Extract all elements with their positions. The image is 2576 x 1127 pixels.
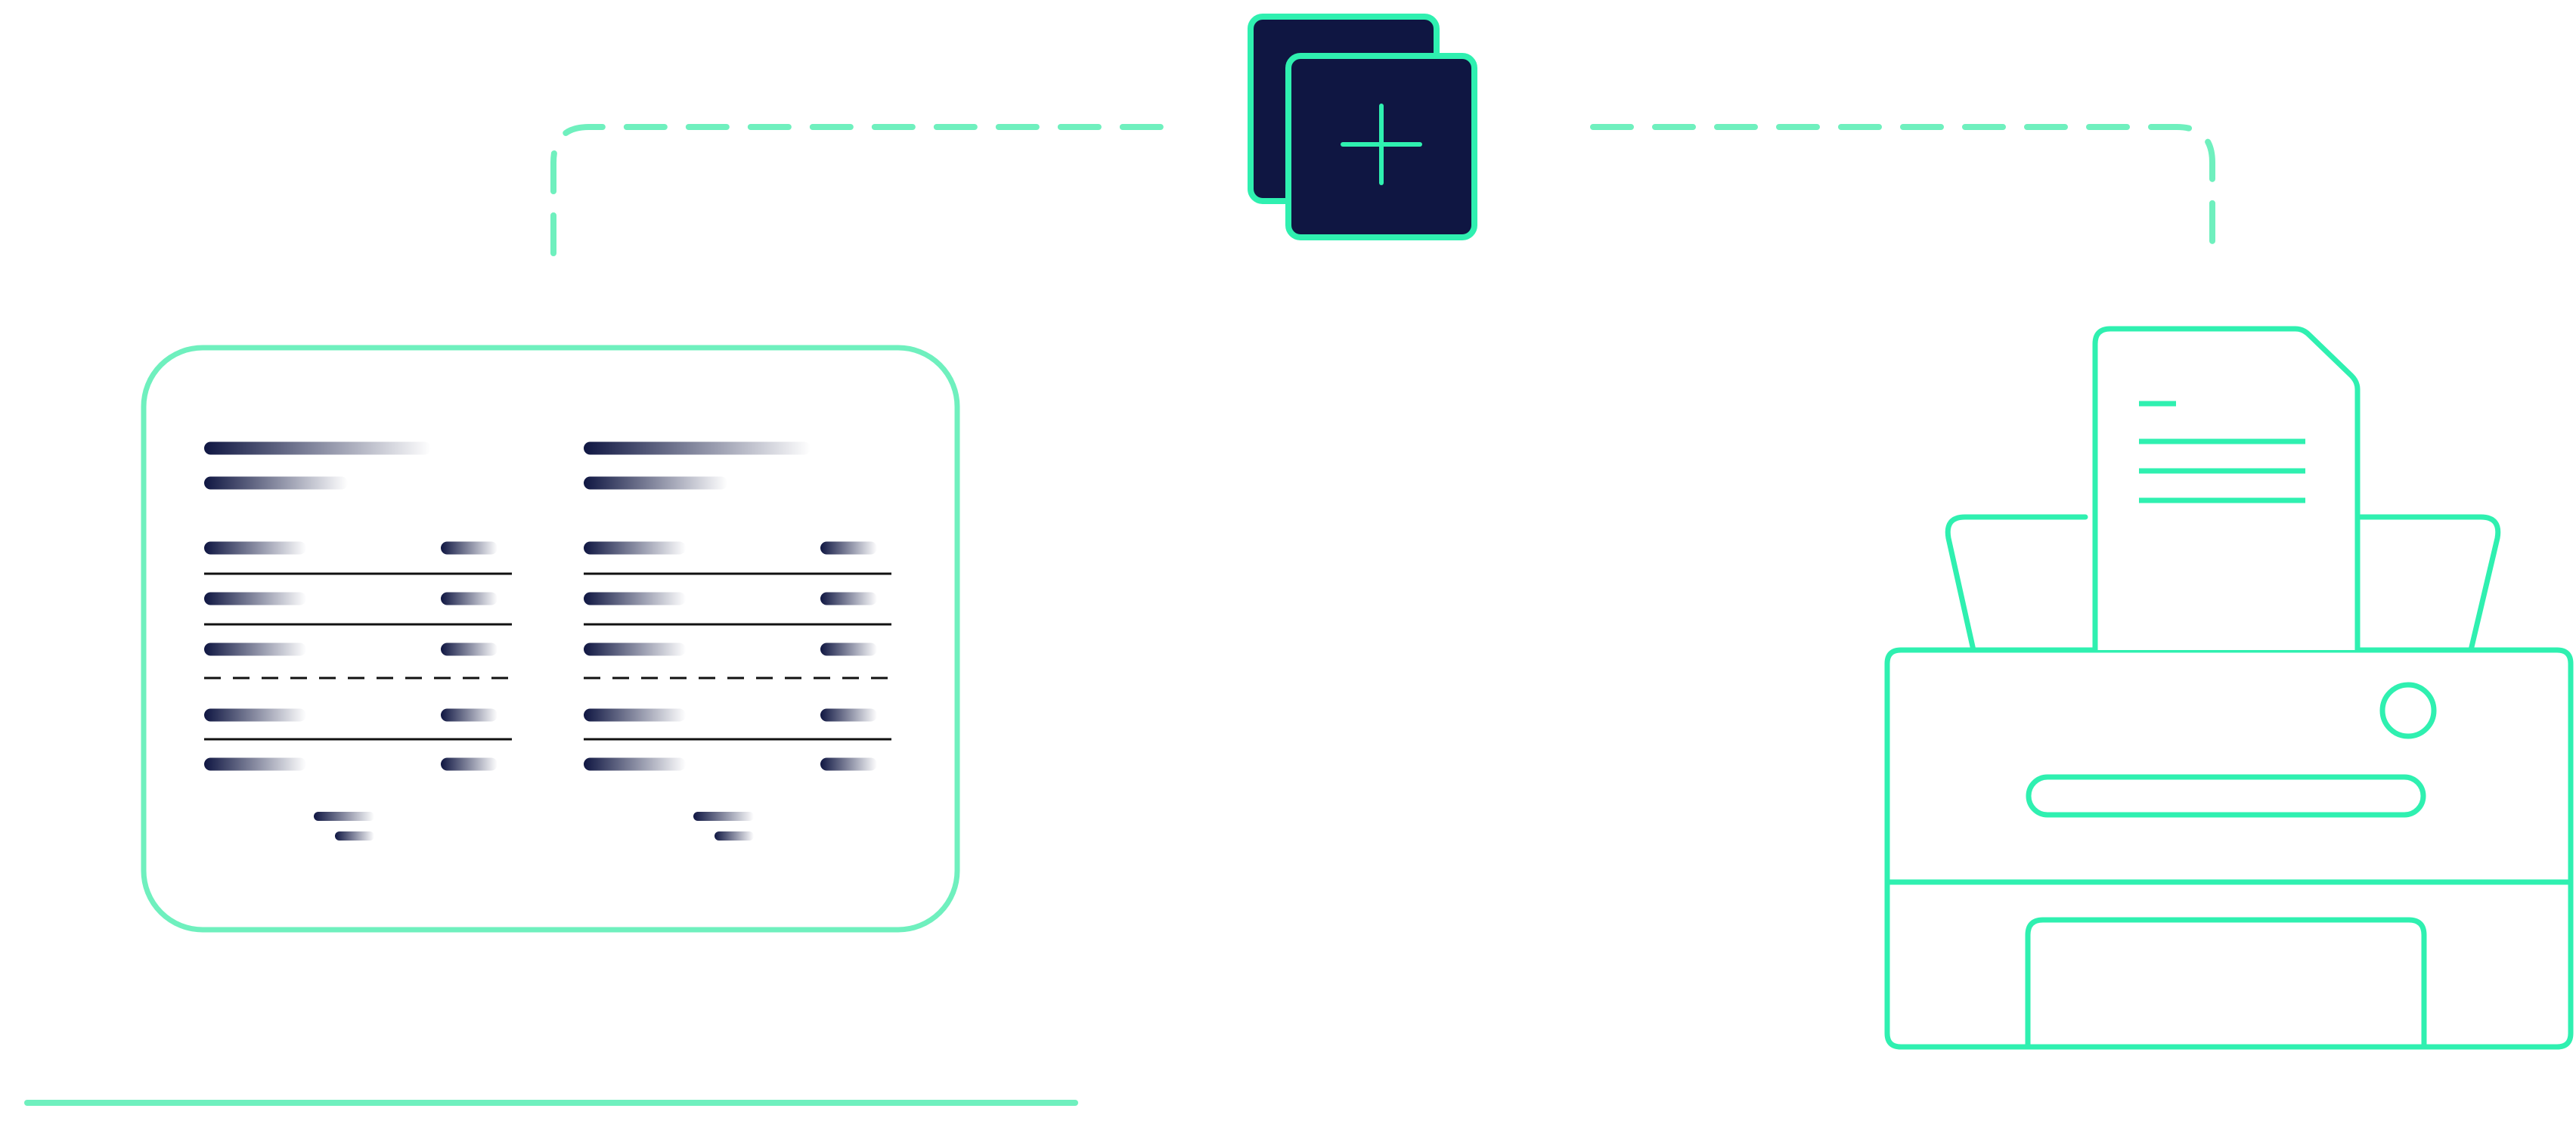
- printer-paper-slot: [2026, 774, 2426, 818]
- receipt-item-amount: [441, 541, 498, 555]
- receipt-heading-line: [204, 441, 431, 455]
- add-copy-icon: [1248, 14, 1477, 240]
- printer-power-button: [2379, 682, 2437, 739]
- receipt-item-label: [584, 708, 686, 722]
- receipt-footer-line: [715, 831, 754, 841]
- receipt-item-amount: [441, 708, 498, 722]
- printer-icon: [1884, 514, 2574, 1050]
- printer-paper-tray: [1945, 514, 2501, 653]
- receipt-footer-line: [314, 812, 374, 821]
- document-text-lines: [2139, 401, 2305, 503]
- receipt-subheading-line: [584, 476, 727, 490]
- receipt-item-label: [204, 757, 306, 771]
- receipt-item-label: [204, 708, 306, 722]
- receipt-panel: [141, 345, 960, 933]
- receipt-item-label: [204, 642, 306, 656]
- receipt-item-label: [584, 757, 686, 771]
- receipt-item-amount: [441, 757, 498, 771]
- receipt-item-label: [584, 541, 686, 555]
- receipt-panel-frame: [141, 345, 960, 933]
- receipt-item-amount: [820, 541, 877, 555]
- printer-output-tray: [2025, 917, 2427, 1050]
- receipt-item-label: [204, 541, 306, 555]
- receipt-footer-line: [335, 831, 374, 841]
- receipt-item-amount: [820, 642, 877, 656]
- receipt-item-label: [584, 642, 686, 656]
- receipt-subheading-line: [204, 476, 348, 490]
- receipt-item-amount: [441, 642, 498, 656]
- document-sheet: [2092, 326, 2361, 650]
- receipt-columns: [204, 441, 891, 841]
- receipt-item-label: [204, 592, 306, 605]
- receipt-footer-line: [693, 812, 754, 821]
- printer-body: [1884, 647, 2574, 1050]
- document-icon: [2092, 326, 2361, 650]
- plus-icon: [1341, 104, 1422, 185]
- right-dashed-connector: [1590, 124, 2215, 256]
- receipt-item-amount: [820, 708, 877, 722]
- receipt-item-amount: [820, 592, 877, 605]
- receipt-item-label: [584, 592, 686, 605]
- receipt-item-amount: [820, 757, 877, 771]
- receipt-heading-line: [584, 441, 811, 455]
- left-dashed-connector: [550, 124, 1183, 256]
- receipt-item-amount: [441, 592, 498, 605]
